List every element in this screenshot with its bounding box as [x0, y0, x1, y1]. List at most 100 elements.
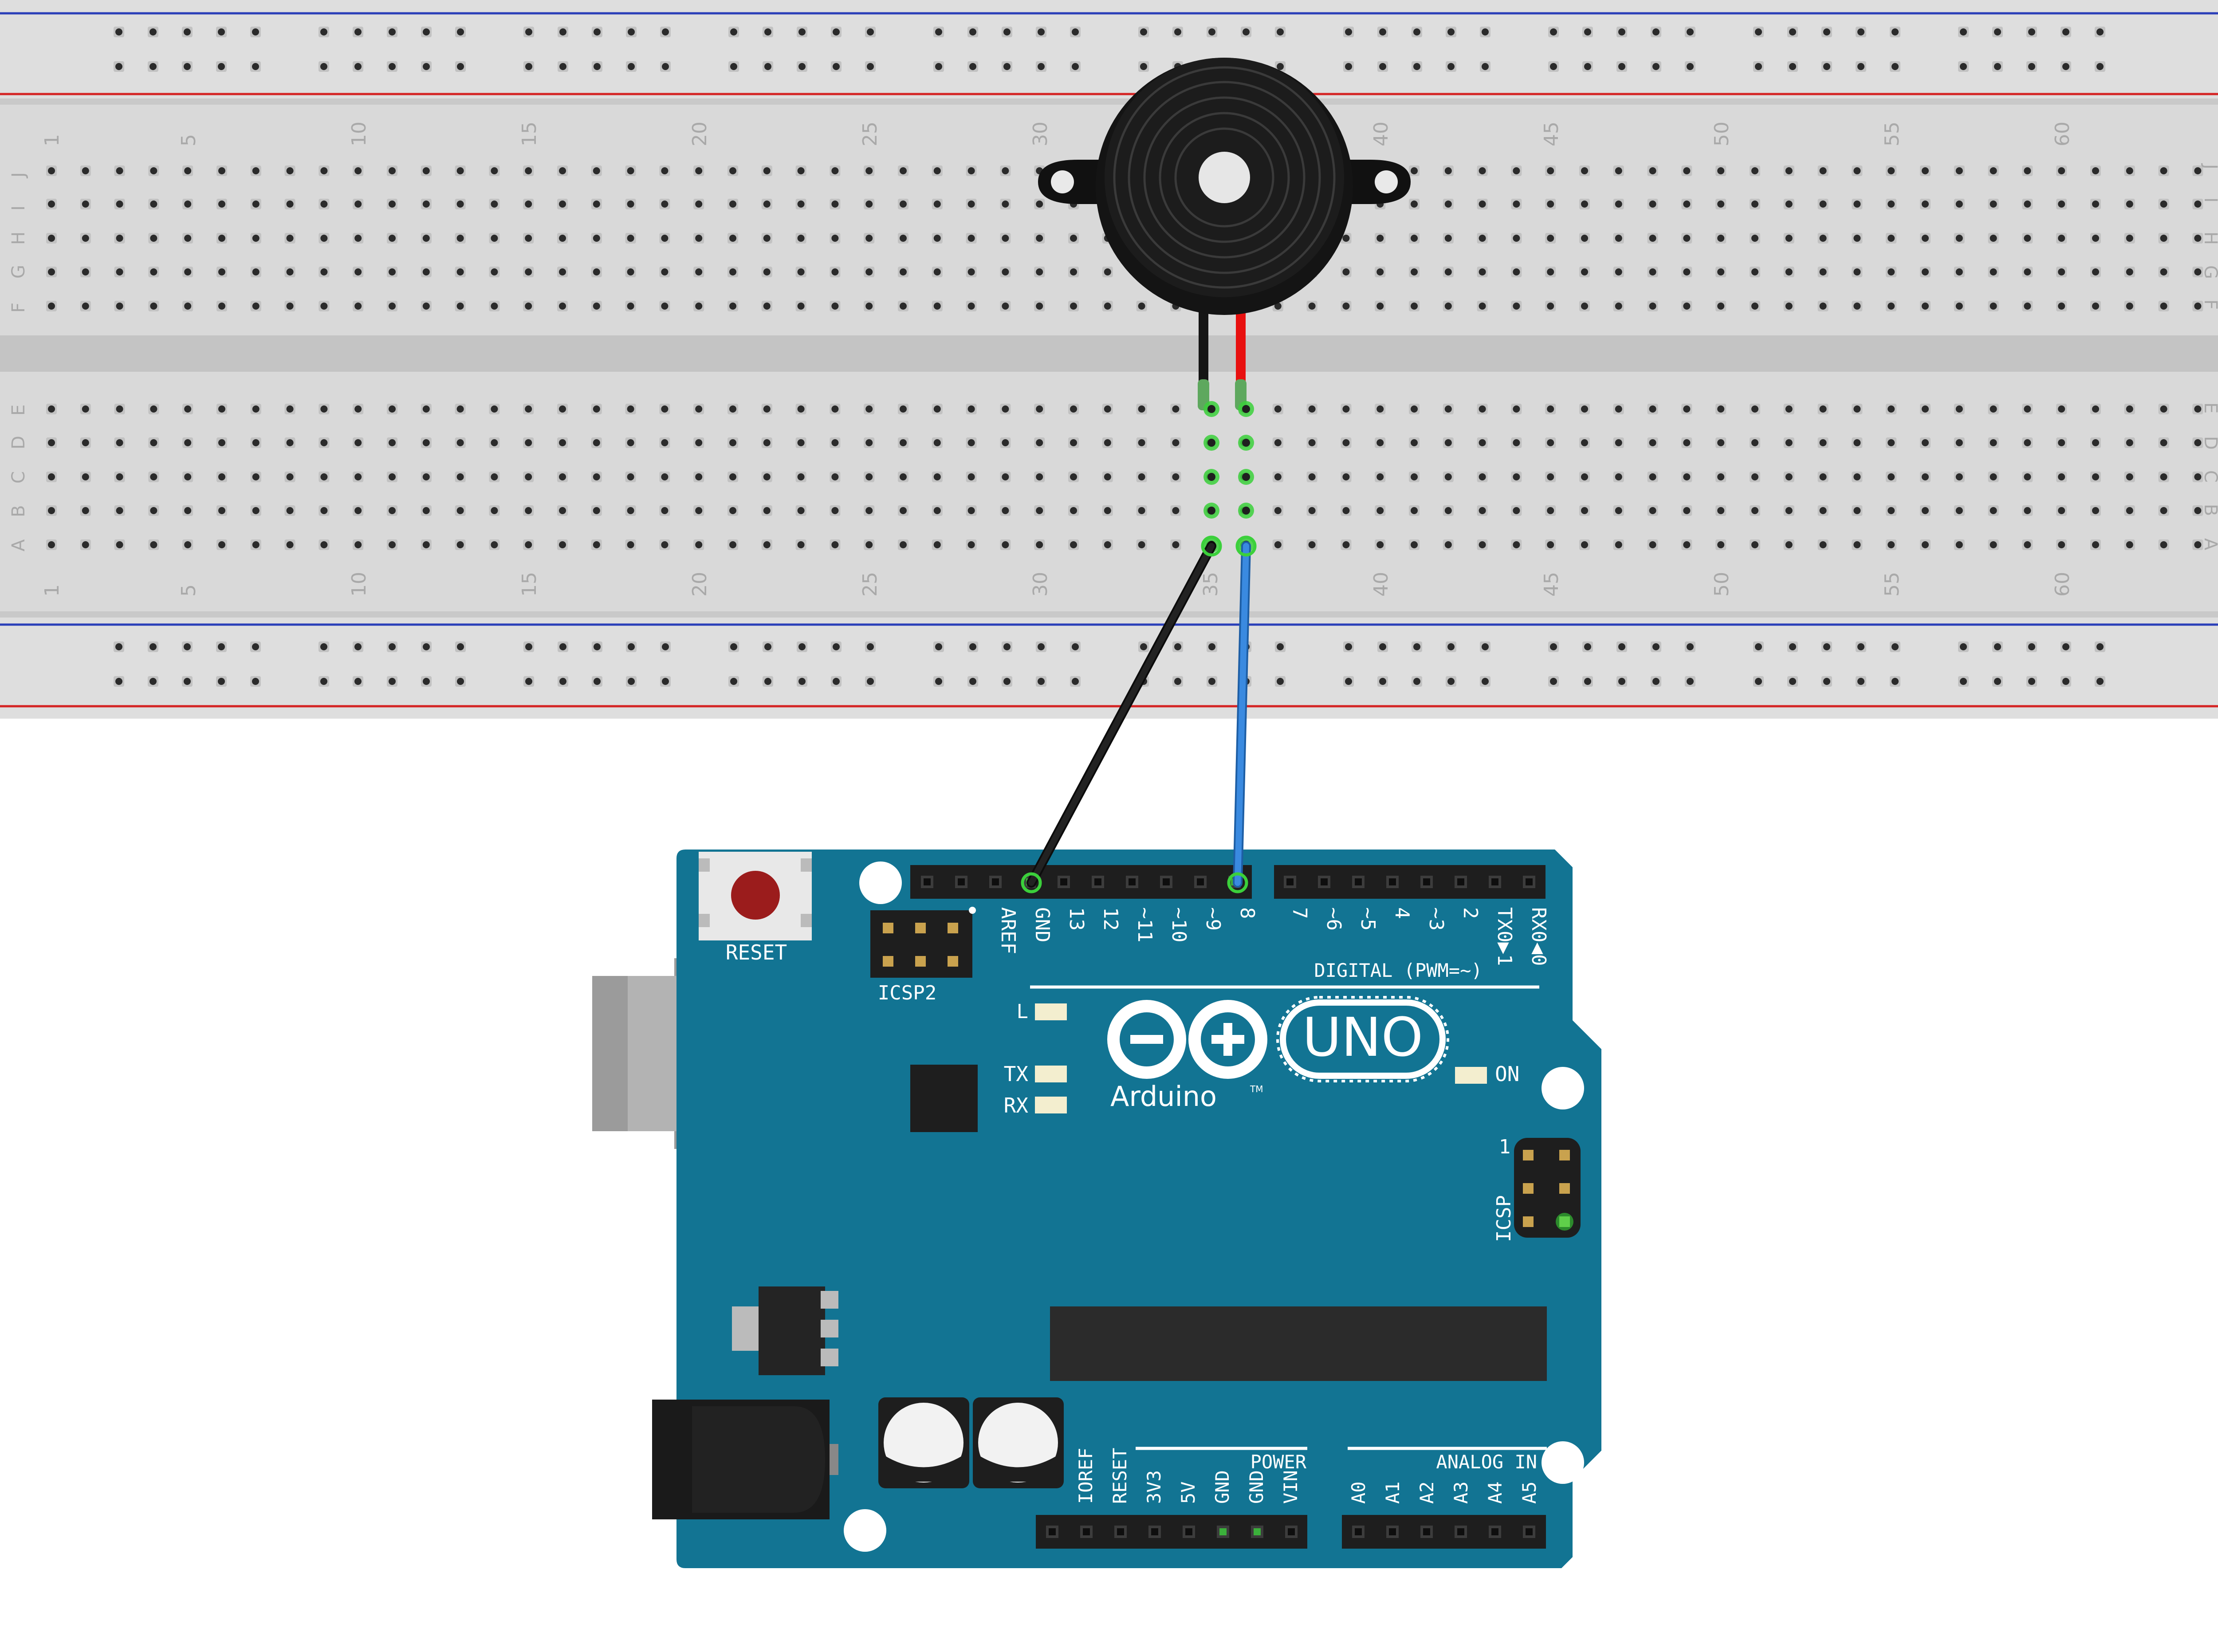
hole-dot: [661, 167, 669, 174]
hole-dot: [900, 167, 907, 174]
rail-hole-dot: [2028, 63, 2035, 70]
rail-hole-dot: [1447, 643, 1455, 650]
rail-hole-dot: [764, 678, 771, 685]
hole-dot: [320, 268, 328, 275]
rail-hole-dot: [252, 28, 259, 35]
hole-dot: [695, 268, 703, 275]
hole-dot: [1990, 541, 1997, 548]
hole-dot: [82, 439, 89, 446]
hole-dot: [2126, 303, 2133, 310]
hole-dot: [116, 439, 123, 446]
rail-hole-dot: [730, 63, 737, 70]
hole-dot: [559, 473, 566, 480]
hole-dot: [865, 507, 873, 514]
arduino-uno[interactable]: RESET ICSP2: [592, 850, 1601, 1568]
analog-pin-label: A4: [1484, 1481, 1506, 1504]
rail-hole-dot: [457, 678, 464, 685]
hole-dot: [1411, 507, 1418, 514]
voltage-regulator: [732, 1286, 838, 1375]
rail-hole-dot: [1789, 678, 1796, 685]
hole-dot: [1376, 507, 1384, 514]
hole-dot: [1717, 473, 1725, 480]
hole-dot: [2194, 235, 2202, 242]
connected-hole-dot: [1207, 439, 1215, 447]
hole-dot: [286, 507, 294, 514]
hole-dot: [1479, 473, 1486, 480]
hole-dot: [593, 268, 600, 275]
hole-dot: [1138, 405, 1145, 413]
hole-dot: [2024, 541, 2031, 548]
pin-socket-hole: [1457, 1528, 1464, 1535]
hole-dot: [525, 167, 532, 174]
row-label-d-right: D: [2200, 436, 2218, 450]
rail-hole-dot: [1994, 28, 2001, 35]
hole-dot: [593, 235, 600, 242]
rail-hole-dot: [1823, 678, 1830, 685]
rail-hole-dot: [320, 28, 327, 35]
hole-dot: [1717, 405, 1725, 413]
hole-dot: [1411, 303, 1418, 310]
rail-hole-dot: [594, 63, 601, 70]
rail-hole-dot: [1994, 643, 2001, 650]
analog-header-label: ANALOG IN: [1436, 1451, 1537, 1473]
reset-button-cap[interactable]: [731, 871, 780, 920]
hole-dot: [1513, 439, 1520, 446]
hole-dot: [2058, 303, 2065, 310]
piezo-buzzer[interactable]: [1038, 58, 1411, 410]
hole-dot: [865, 405, 873, 413]
hole-dot: [1785, 507, 1793, 514]
rail-hole-dot: [423, 643, 430, 650]
hole-dot: [525, 268, 532, 275]
usb-connector-side: [592, 976, 628, 1131]
digital-pin-label: 12: [1099, 907, 1122, 931]
icsp2-header: [870, 910, 972, 978]
wire-pin8-bb-end: [1235, 535, 1257, 557]
hole-dot: [1888, 303, 1895, 310]
hole-dot: [1479, 235, 1486, 242]
hole-dot: [1513, 507, 1520, 514]
hole-dot: [1376, 473, 1384, 480]
wire-pin8[interactable]: [1235, 543, 1249, 886]
hole-dot: [627, 235, 634, 242]
hole-dot: [1070, 405, 1077, 413]
rail-hole-dot: [1823, 28, 1830, 35]
wire-gnd[interactable]: [1028, 543, 1215, 886]
hole-dot: [1922, 268, 1929, 275]
rail-hole-dot: [1960, 643, 1967, 650]
hole-dot: [729, 439, 736, 446]
hole-dot: [695, 439, 703, 446]
hole-dot: [1888, 405, 1895, 413]
rail-hole-dot: [1584, 63, 1591, 70]
rail-hole-dot: [184, 28, 191, 35]
rail-hole-dot: [628, 63, 635, 70]
rail-hole-dot: [764, 643, 771, 650]
hole-dot: [491, 167, 498, 174]
hole-dot: [252, 201, 260, 208]
rail-hole-dot: [1755, 28, 1762, 35]
rail-hole-dot: [2062, 63, 2069, 70]
hole-dot: [1036, 507, 1043, 514]
connected-hole-dot: [1242, 439, 1250, 447]
pin-socket-hole: [1423, 878, 1430, 885]
rail-hole-dot: [1447, 63, 1455, 70]
hole-dot: [48, 405, 55, 413]
hole-dot: [150, 201, 157, 208]
hole-dot: [286, 201, 294, 208]
hole-dot: [1513, 303, 1520, 310]
hole-dot: [2024, 473, 2031, 480]
hole-dot: [1104, 541, 1111, 548]
hole-dot: [422, 303, 430, 310]
hole-dot: [763, 303, 771, 310]
hole-dot: [1888, 268, 1895, 275]
hole-dot: [797, 303, 805, 310]
hole-dot: [695, 167, 703, 174]
hole-dot: [1922, 201, 1929, 208]
row-label-i-right: I: [2200, 197, 2218, 203]
hole-dot: [184, 268, 192, 275]
row-label-a-left: A: [8, 539, 29, 551]
reset-button[interactable]: [699, 852, 812, 940]
hole-dot: [1853, 541, 1861, 548]
hole-dot: [967, 268, 975, 275]
rail-hole-dot: [1277, 63, 1284, 70]
rail-hole-dot: [1140, 643, 1147, 650]
